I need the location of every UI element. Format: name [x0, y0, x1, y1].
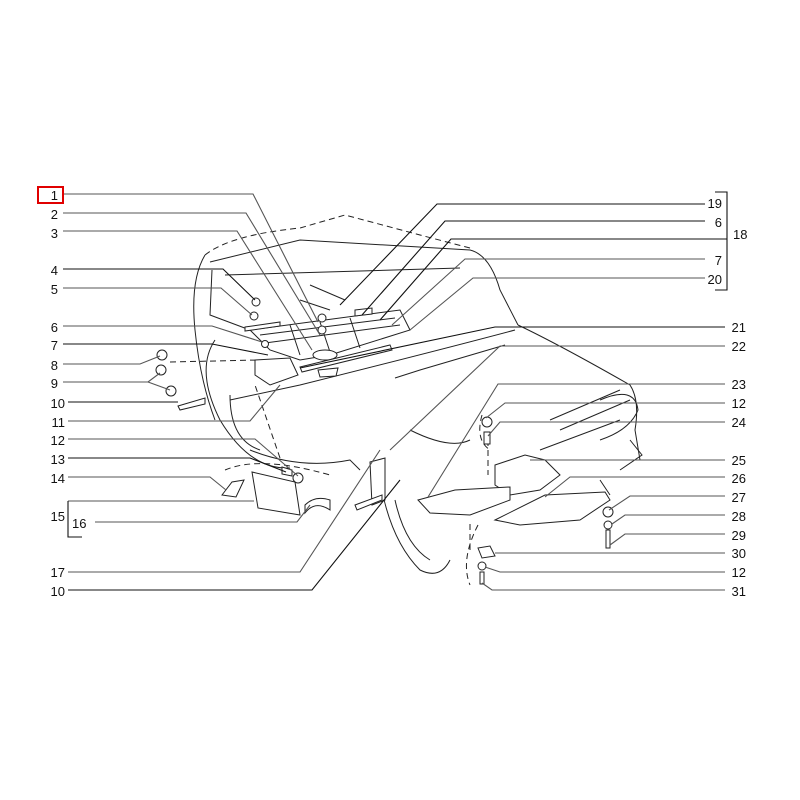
callout-5: 5	[51, 282, 58, 297]
skid-plates	[417, 414, 614, 586]
callout-18: 18	[733, 227, 747, 242]
callout-28: 28	[732, 509, 746, 524]
callout-8: 8	[51, 358, 58, 373]
callout-24: 24	[732, 415, 746, 430]
callout-3: 3	[51, 226, 58, 241]
callout-1: 1	[51, 188, 58, 203]
right-callout-labels: 19 6 7 20 18 21 22 23 12 24 25 26 27 28 …	[708, 196, 748, 599]
callout-10: 10	[51, 396, 65, 411]
left-callout-labels: 1 2 3 4 5 6 7 8 9 10 11 12 13 14 15 16 1…	[37, 186, 86, 599]
callout-27: 27	[732, 490, 746, 505]
callout-19: 19	[708, 196, 722, 211]
left-leader-lines	[63, 193, 401, 591]
callout-7r: 7	[715, 253, 722, 268]
callout-14: 14	[51, 471, 65, 486]
callout-25: 25	[732, 453, 746, 468]
callout-4: 4	[51, 263, 58, 278]
callout-13: 13	[51, 452, 65, 467]
callout-12: 12	[51, 433, 65, 448]
callout-6: 6	[51, 320, 58, 335]
callout-22: 22	[732, 339, 746, 354]
tray-assembly	[244, 297, 411, 386]
callout-11: 11	[52, 415, 66, 430]
callout-6r: 6	[715, 215, 722, 230]
callout-9: 9	[51, 376, 58, 391]
callout-23: 23	[732, 377, 746, 392]
callout-26: 26	[732, 471, 746, 486]
callout-10b: 10	[51, 584, 65, 599]
callout-29: 29	[732, 528, 746, 543]
callout-2: 2	[51, 207, 58, 222]
callout-20: 20	[708, 272, 722, 287]
callout-12r: 12	[732, 396, 746, 411]
callout-highlight-box	[37, 186, 64, 204]
callout-7: 7	[51, 338, 58, 353]
callout-15: 15	[51, 509, 65, 524]
right-leader-lines	[299, 191, 728, 591]
vehicle-body-outline	[193, 214, 643, 574]
callout-31: 31	[732, 584, 746, 599]
callout-12r2: 12	[732, 565, 746, 580]
callout-21: 21	[732, 320, 746, 335]
callout-30: 30	[732, 546, 746, 561]
callout-16: 16	[72, 516, 86, 531]
callout-17: 17	[51, 565, 65, 580]
